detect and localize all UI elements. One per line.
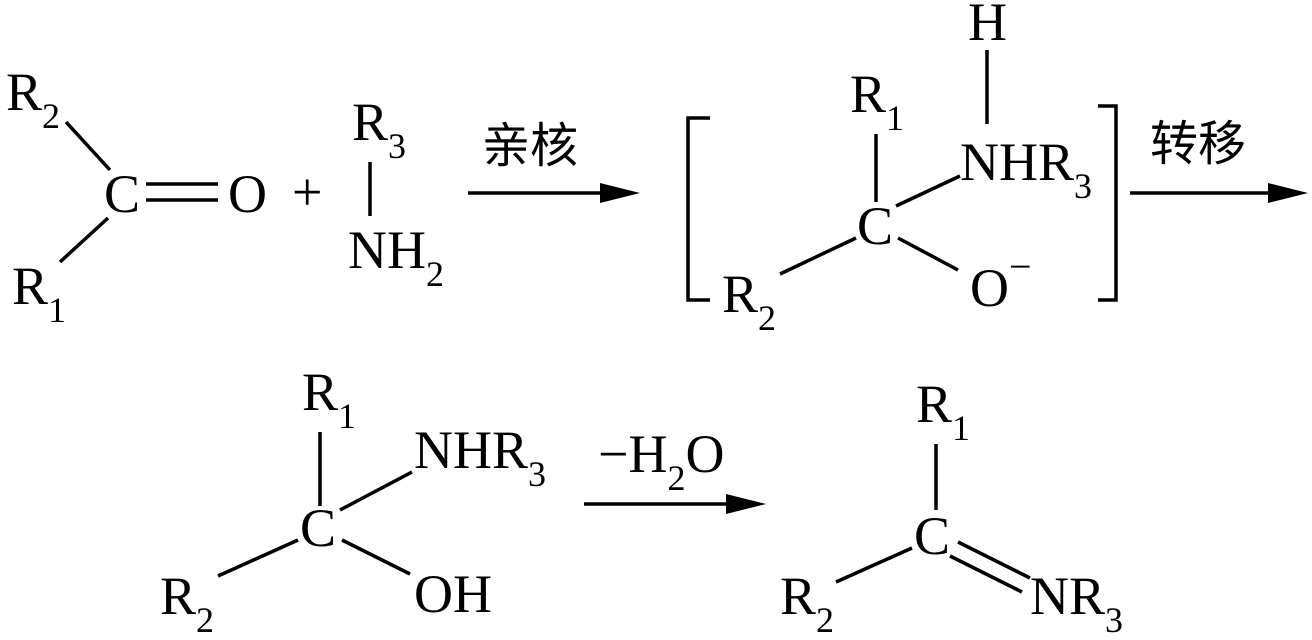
arrow-dehydration: −H2O [584, 424, 766, 514]
imine-product: R1 C R2 NR3 [780, 374, 1123, 640]
arrow-dehydration-label: −H2O [598, 424, 724, 498]
bond-c-r2-3 [835, 546, 913, 584]
imine-double-bond-lower [949, 554, 1023, 594]
imine-double-bond-upper [957, 540, 1031, 580]
bond-c-r2-2 [217, 538, 299, 578]
arrow-nucleophilic-label: 亲核 [482, 118, 578, 174]
bond-r2-c [64, 120, 112, 172]
arrow-nucleophilic: 亲核 [468, 118, 640, 203]
carbonyl-oxygen-label: O [228, 164, 267, 224]
bond-c-n-2 [339, 470, 413, 512]
carbinolamine-carbon-label: C [300, 498, 336, 558]
plus-sign: + [292, 162, 322, 222]
intermediate-r2-label: R2 [722, 264, 776, 338]
carbonyl-reactant: R2 C O R1 [6, 62, 267, 330]
carbinolamine-r1-label: R1 [302, 362, 356, 436]
imine-r2-label: R2 [780, 566, 834, 640]
carbinolamine: R1 NHR3 C R2 OH [160, 362, 546, 640]
arrow-transfer-label: 转移 [1150, 116, 1246, 172]
intermediate-nhr3-label: NHR3 [960, 132, 1092, 206]
intermediate-oxide-label: O− [970, 244, 1032, 318]
bond-c-oh [341, 538, 411, 576]
amine-reactant: R3 NH2 [348, 92, 444, 294]
carbinolamine-r2-label: R2 [160, 566, 214, 640]
tetrahedral-intermediate: H R1 NHR3 C R2 O− [686, 0, 1118, 338]
bond-c-r1 [58, 216, 110, 264]
amine-nh2-label: NH2 [348, 220, 444, 294]
carbonyl-r2-label: R2 [6, 62, 60, 136]
arrow-dehydration-head [726, 494, 766, 514]
carbinolamine-oh-label: OH [414, 564, 492, 624]
imine-carbon-label: C [914, 506, 950, 566]
bond-c-o [897, 236, 959, 272]
intermediate-h-label: H [968, 0, 1007, 52]
bond-c-n [895, 174, 961, 208]
arrow-nucleophilic-head [600, 183, 640, 203]
bond-c-r2 [779, 236, 857, 276]
arrow-transfer-head [1268, 183, 1308, 203]
imine-nr3-label: NR3 [1030, 566, 1123, 640]
carbonyl-carbon-label: C [104, 164, 140, 224]
right-bracket [1098, 104, 1118, 302]
intermediate-carbon-label: C [857, 196, 893, 256]
imine-r1-label: R1 [916, 374, 970, 448]
left-bracket [686, 116, 710, 302]
arrow-transfer: 转移 [1130, 116, 1308, 203]
intermediate-r1-label: R1 [850, 64, 904, 138]
carbonyl-r1-label: R1 [12, 256, 66, 330]
amine-r3-label: R3 [352, 92, 406, 166]
carbinolamine-nhr3-label: NHR3 [414, 420, 546, 494]
